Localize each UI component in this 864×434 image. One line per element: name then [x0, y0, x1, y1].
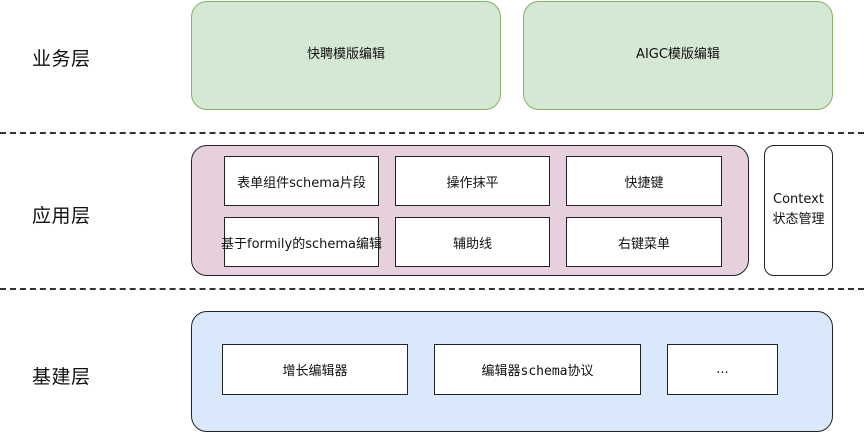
infra-module-more: ... [667, 344, 778, 395]
app-module-label: 快捷键 [624, 175, 664, 191]
app-module-shortcut-keys: 快捷键 [566, 156, 722, 206]
app-module-label: 右键菜单 [617, 236, 670, 252]
app-module-label: 基于formily的schema编辑 [221, 236, 383, 252]
business-layer-label: 业务层 [32, 48, 91, 70]
layer-divider-bottom [0, 288, 864, 290]
infra-module-growth-editor: 增长编辑器 [222, 344, 408, 395]
layer-divider-top [0, 132, 864, 134]
app-module-formily-schema-editor: 基于formily的schema编辑 [221, 217, 383, 267]
infra-module-label: ... [716, 362, 729, 377]
business-module-kuaipin-template-editor: 快聘模版编辑 [191, 1, 501, 110]
app-module-guide-lines: 辅助线 [395, 217, 550, 267]
app-module-label: 辅助线 [452, 236, 492, 252]
app-module-operation-flatten: 操作抹平 [395, 156, 550, 206]
business-module-label: 快聘模版编辑 [306, 47, 385, 63]
infrastructure-layer-label: 基建层 [32, 366, 91, 388]
infra-module-label: 编辑器schema协议 [481, 364, 594, 379]
context-state-management: Context 状态管理 [764, 145, 833, 276]
app-module-label: 操作抹平 [446, 175, 499, 191]
infra-module-editor-schema-protocol: 编辑器schema协议 [434, 344, 641, 395]
business-module-aigc-template-editor: AIGC模版编辑 [523, 1, 833, 110]
app-module-form-schema-fragment: 表单组件schema片段 [224, 156, 379, 206]
context-label: Context [773, 192, 824, 208]
business-module-label: AIGC模版编辑 [636, 47, 720, 63]
state-management-label: 状态管理 [772, 212, 825, 227]
infra-module-label: 增长编辑器 [282, 364, 348, 379]
app-module-context-menu: 右键菜单 [566, 217, 722, 267]
application-layer-label: 应用层 [32, 205, 91, 227]
app-module-label: 表单组件schema片段 [237, 175, 366, 191]
